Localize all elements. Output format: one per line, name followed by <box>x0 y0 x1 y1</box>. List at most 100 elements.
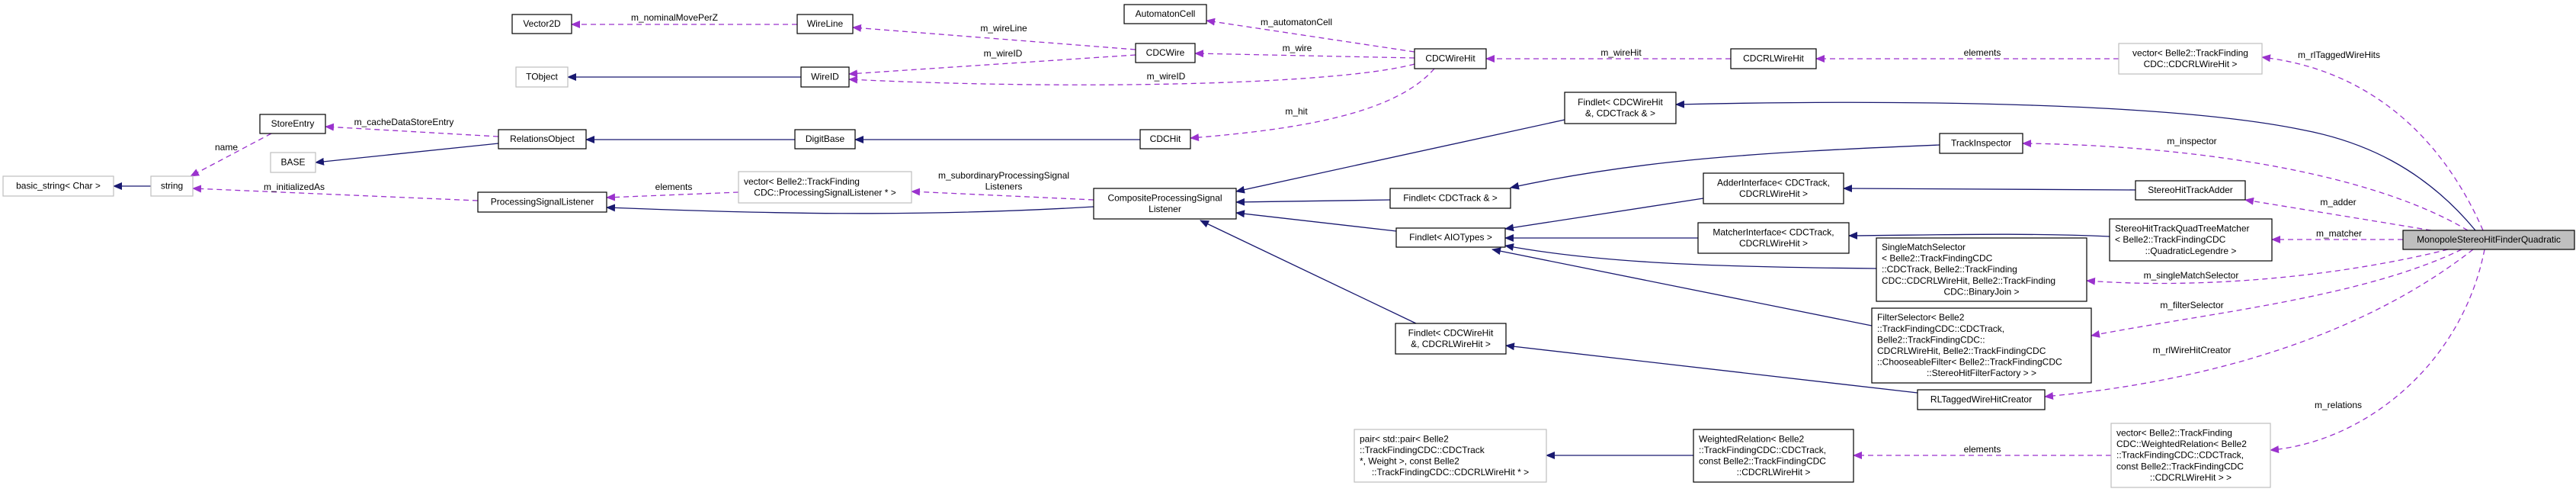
inherit-findlet-track-edge <box>1235 198 1391 206</box>
use-rl-tagged-edge <box>2261 54 2484 231</box>
class-name-line: AutomatonCell <box>1136 8 1196 19</box>
class-name-line: SingleMatchSelector <box>1882 242 1966 252</box>
class-node-digit-base[interactable]: DigitBase <box>794 129 856 150</box>
class-node-track-inspector[interactable]: TrackInspector <box>1939 133 2023 154</box>
class-node-single-match[interactable]: SingleMatchSelector< Belle2::TrackFindin… <box>1876 237 2087 302</box>
class-node-weighted-relation[interactable]: WeightedRelation< Belle2::TrackFindingCD… <box>1693 429 1854 483</box>
edge-label-adder: m_adder <box>2320 197 2356 207</box>
class-node-cdc-wire[interactable]: CDCWire <box>1135 43 1196 63</box>
edge-label-filter-selector: m_filterSelector <box>2160 300 2223 310</box>
class-node-cdc-rl-wire-hit[interactable]: CDCRLWireHit <box>1730 48 1817 69</box>
class-name-line: WireID <box>811 72 839 82</box>
inherit-findlet-wh-track-edge <box>1235 119 1565 194</box>
use-wire-line-edge <box>852 24 1136 50</box>
inherit-findlet-aio-edge <box>1235 210 1397 232</box>
class-name-line: *, Weight >, const Belle2 <box>1360 456 1459 467</box>
use-rl-creator-edge <box>2044 249 2474 400</box>
class-name-line: RLTaggedWireHitCreator <box>1930 394 2032 405</box>
class-name-line: ::CDCRLWireHit > <box>1737 467 1811 478</box>
class-name-line: string <box>161 181 183 191</box>
class-node-findlet-wh-rl[interactable]: Findlet< CDCWireHit&, CDCRLWireHit > <box>1395 323 1507 355</box>
class-box <box>515 66 569 88</box>
class-node-tobject[interactable]: TObject <box>515 66 569 88</box>
class-node-findlet-track[interactable]: Findlet< CDCTrack & > <box>1389 188 1511 209</box>
class-box <box>1395 323 1507 355</box>
class-node-automaton-cell[interactable]: AutomatonCell <box>1123 4 1207 24</box>
class-node-wire-id[interactable]: WireID <box>800 66 850 88</box>
class-name-line: FilterSelector< Belle2 <box>1877 312 1965 323</box>
class-name-line: vector< Belle2::TrackFinding <box>2132 47 2248 58</box>
class-node-stereo-adder[interactable]: StereoHitTrackAdder <box>2135 180 2246 201</box>
class-node-pair[interactable]: pair< std::pair< Belle2::TrackFindingCDC… <box>1354 429 1547 483</box>
edge-label-name: name <box>215 142 238 153</box>
class-box <box>1871 307 2092 384</box>
class-node-monopole[interactable]: MonopoleStereoHitFinderQuadratic <box>2402 230 2575 250</box>
class-node-cdc-hit[interactable]: CDCHit <box>1139 129 1191 150</box>
class-node-vector-psl[interactable]: vector< Belle2::TrackFindingCDC::Process… <box>738 171 912 204</box>
edge-label-relations: m_relations <box>2315 400 2362 410</box>
class-box <box>1414 48 1487 69</box>
use-adder-edge <box>2244 197 2432 231</box>
inherit-adder-interface-edge <box>1504 198 1704 232</box>
class-node-filter-selector[interactable]: FilterSelector< Belle2::TrackFindingCDC:… <box>1871 307 2092 384</box>
class-name-line: CDCWire <box>1146 47 1185 58</box>
class-box <box>498 129 587 150</box>
use-single-match-edge <box>2086 249 2449 285</box>
class-node-basic-string[interactable]: basic_string< Char > <box>2 175 114 197</box>
class-name-line: StoreEntry <box>271 118 315 129</box>
class-node-findlet-aio[interactable]: Findlet< AIOTypes > <box>1395 227 1506 248</box>
class-node-vector-rl[interactable]: vector< Belle2::TrackFindingCDC::CDCRLWi… <box>2118 43 2263 75</box>
class-name-line: MonopoleStereoHitFinderQuadratic <box>2417 234 2561 245</box>
class-name-line: ::ChooseableFilter< Belle2::TrackFinding… <box>1877 357 2062 368</box>
class-node-relations-object[interactable]: RelationsObject <box>498 129 587 150</box>
class-node-wire-line[interactable]: WireLine <box>796 14 854 34</box>
class-node-base[interactable]: BASE <box>270 152 316 173</box>
inherit-relations-object-base-edge <box>315 143 499 166</box>
class-box <box>511 14 572 34</box>
class-node-rl-creator[interactable]: RLTaggedWireHitCreator <box>1917 389 2046 410</box>
use-filter-selector-edge <box>2091 249 2462 338</box>
edge-label-subordinary: Listeners <box>985 182 1023 192</box>
edge-label-initialized: m_initializedAs <box>264 182 325 192</box>
class-name-line: vector< Belle2::TrackFinding <box>744 176 860 187</box>
class-box <box>1730 48 1817 69</box>
class-name-line: ::TrackFindingCDC::CDCRLWireHit * > <box>1372 467 1529 478</box>
use-subordinary-edge <box>911 188 1094 201</box>
class-node-vector2d[interactable]: Vector2D <box>511 14 572 34</box>
edges <box>113 18 2485 459</box>
class-box <box>477 191 607 213</box>
class-node-psl[interactable]: ProcessingSignalListener <box>477 191 607 213</box>
use-initialized-edge <box>192 185 479 201</box>
class-node-store-entry[interactable]: StoreEntry <box>259 114 326 134</box>
class-box <box>800 66 850 88</box>
class-box <box>270 152 316 173</box>
class-box <box>1093 188 1237 220</box>
class-name-line: ::TrackFindingCDC::CDCTrack, <box>2116 450 2244 461</box>
edge-label-elements-weighted: elements <box>1964 444 2001 455</box>
class-node-string[interactable]: string <box>150 175 194 197</box>
class-name-line: ::CDCRLWireHit > > <box>2150 472 2232 483</box>
class-name-line: DigitBase <box>806 133 845 144</box>
class-name-line: ::StereoHitFilterFactory > > <box>1927 368 2036 378</box>
use-wire-id-2-edge <box>848 63 1415 85</box>
class-box <box>794 129 856 150</box>
class-box <box>1876 237 2087 302</box>
use-wire-edge <box>1194 50 1415 59</box>
class-box <box>1135 43 1196 63</box>
class-node-findlet-wh-track[interactable]: Findlet< CDCWireHit&, CDCTrack & > <box>1564 92 1677 124</box>
class-node-quadtree-matcher[interactable]: StereoHitTrackQuadTreeMatcher< Belle2::T… <box>2109 218 2273 262</box>
class-name-line: CDC::ProcessingSignalListener * > <box>754 188 896 198</box>
inherit-findlet-wh-rl-edge <box>1200 220 1417 324</box>
use-hit-edge <box>1190 68 1435 142</box>
class-node-cdc-wire-hit[interactable]: CDCWireHit <box>1414 48 1487 69</box>
edge-label-elements-psl: elements <box>655 182 693 192</box>
class-node-matcher-interface[interactable]: MatcherInterface< CDCTrack,CDCRLWireHit … <box>1697 222 1850 254</box>
class-name-line: ::TrackFindingCDC::CDCTrack, <box>1699 445 1826 455</box>
class-node-adder-interface[interactable]: AdderInterface< CDCTrack,CDCRLWireHit > <box>1703 172 1844 204</box>
class-name-line: WireLine <box>807 18 844 29</box>
class-name-line: CDCWireHit <box>1425 53 1475 64</box>
use-relations-edge <box>2270 249 2485 454</box>
class-node-vector-weighted[interactable]: vector< Belle2::TrackFindingCDC::Weighte… <box>2110 423 2271 488</box>
class-name-line: Findlet< CDCWireHit <box>1408 327 1494 338</box>
